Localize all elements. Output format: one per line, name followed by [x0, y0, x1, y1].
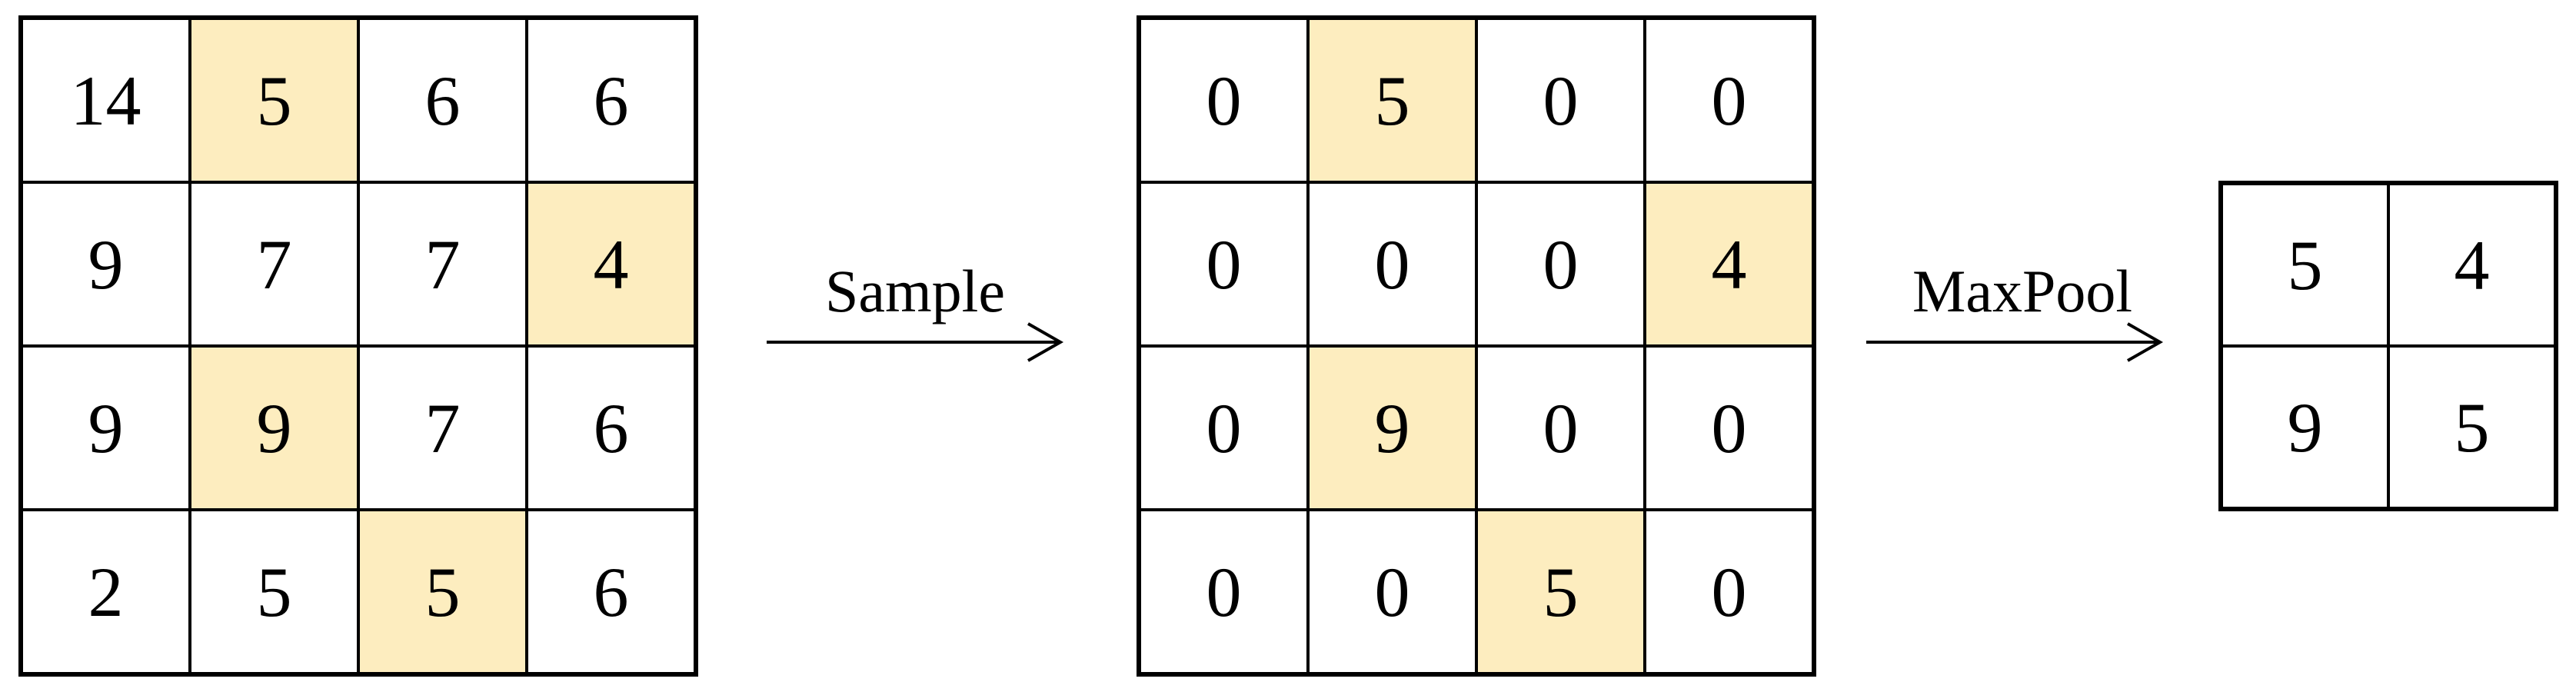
matrix-cell: 0 — [1140, 346, 1308, 510]
highlighted-cell: 4 — [527, 182, 695, 346]
matrix-cell: 5 — [2222, 184, 2388, 346]
matrix-cell: 6 — [527, 346, 695, 510]
matrix-cell: 7 — [358, 182, 527, 346]
matrix-cell: 0 — [1140, 510, 1308, 674]
maxpool-label: MaxPool — [1912, 258, 2133, 324]
matrix-cell: 0 — [1140, 18, 1308, 182]
matrix-cell: 0 — [1645, 346, 1813, 510]
highlighted-cell: 4 — [1645, 182, 1813, 346]
sample-arrow-icon — [767, 322, 1064, 362]
matrix-cell: 0 — [1476, 182, 1645, 346]
sample-label: Sample — [825, 258, 1005, 324]
matrix-cell: 0 — [1476, 18, 1645, 182]
matrix-cell: 7 — [190, 182, 358, 346]
matrix-cell: 0 — [1308, 182, 1476, 346]
matrix-cell: 0 — [1645, 18, 1813, 182]
matrix-cell: 9 — [22, 346, 190, 510]
matrix-cell: 6 — [358, 18, 527, 182]
matrix-cell: 0 — [1476, 346, 1645, 510]
matrix-cell: 6 — [527, 18, 695, 182]
matrix-cell: 9 — [22, 182, 190, 346]
matrix-cell: 4 — [2388, 184, 2555, 346]
matrix-cell: 2 — [22, 510, 190, 674]
matrix-cell: 5 — [190, 510, 358, 674]
matrix-cell: 0 — [1645, 510, 1813, 674]
matrix-cell: 9 — [2222, 346, 2388, 508]
matrix-cell: 7 — [358, 346, 527, 510]
highlighted-cell: 5 — [358, 510, 527, 674]
matrix-cell: 6 — [527, 510, 695, 674]
matrix-cell: 0 — [1308, 510, 1476, 674]
matrix-cell: 14 — [22, 18, 190, 182]
matrix-cell: 0 — [1140, 182, 1308, 346]
highlighted-cell: 9 — [190, 346, 358, 510]
maxpool-arrow-icon — [1866, 322, 2164, 362]
highlighted-cell: 9 — [1308, 346, 1476, 510]
highlighted-cell: 5 — [1308, 18, 1476, 182]
highlighted-cell: 5 — [1476, 510, 1645, 674]
matrix-cell: 5 — [2388, 346, 2555, 508]
highlighted-cell: 5 — [190, 18, 358, 182]
